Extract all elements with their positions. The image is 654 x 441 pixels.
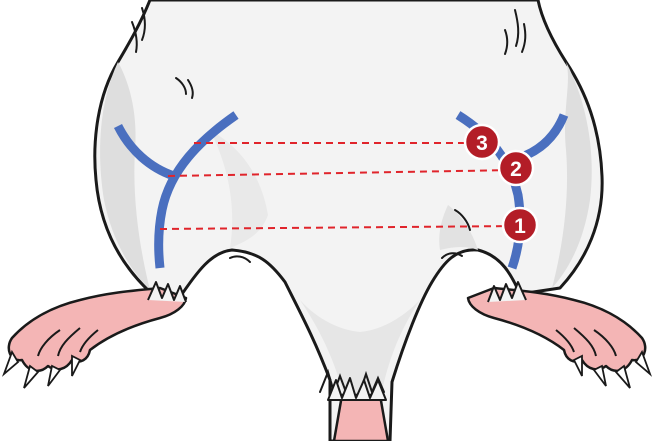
marker-2: 2 [499,151,533,185]
right-paw-fur-tuft [488,282,526,302]
tail-shape [334,395,388,441]
marker-1-label: 1 [514,215,526,238]
marker-1: 1 [503,208,537,242]
marker-2-label: 2 [510,158,522,181]
left-hind-paw [4,282,186,388]
marker-3: 3 [465,125,499,159]
right-hind-paw [468,282,650,388]
marker-3-label: 3 [476,132,488,155]
